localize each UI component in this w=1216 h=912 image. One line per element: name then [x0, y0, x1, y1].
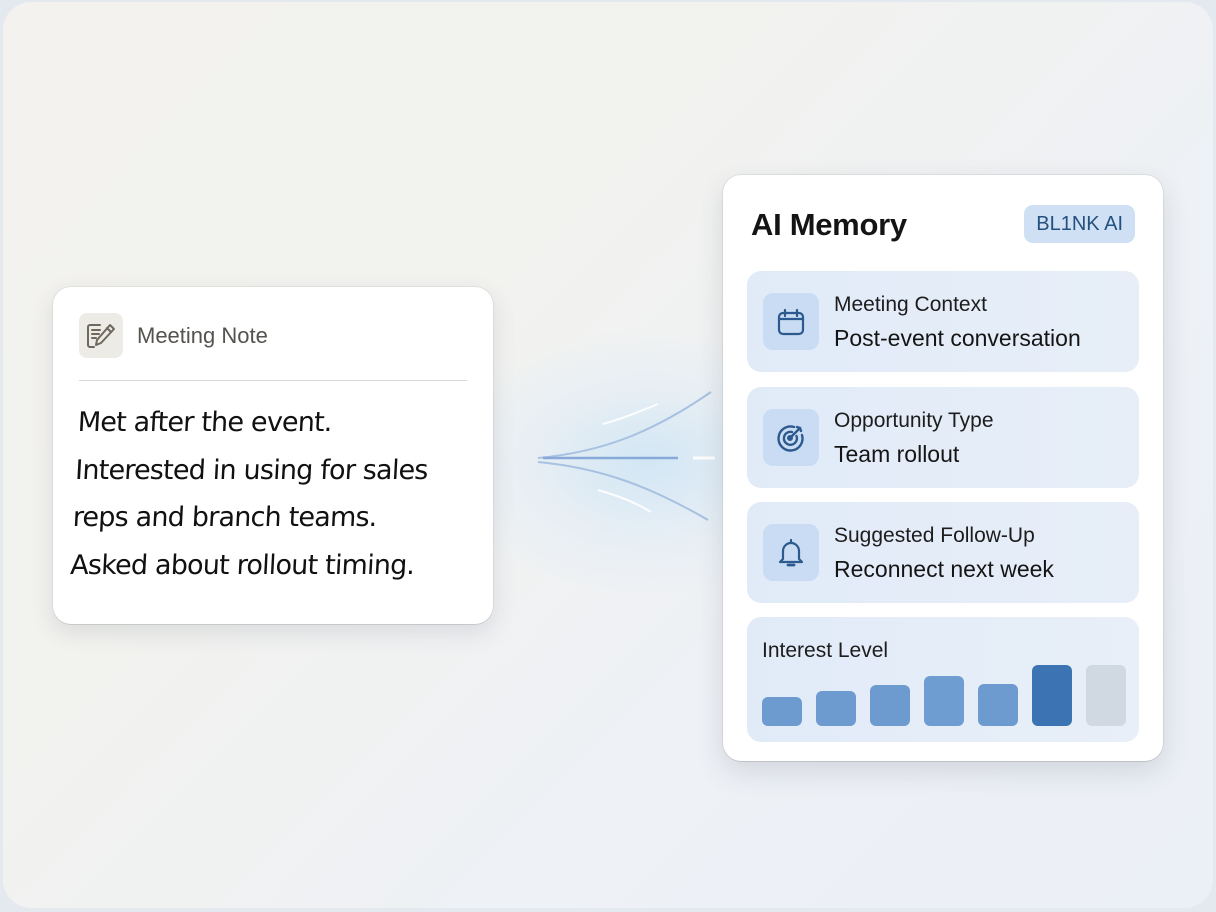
interest-bar — [978, 684, 1018, 726]
memory-value: Team rollout — [834, 441, 960, 467]
bell-icon — [763, 524, 819, 581]
note-header: Meeting Note — [79, 313, 268, 358]
interest-level-bars — [762, 665, 1126, 726]
target-icon — [763, 409, 819, 466]
divider — [79, 380, 467, 381]
note-line: Asked about rollout timing. — [69, 549, 416, 581]
memory-label: Meeting Context — [834, 293, 987, 316]
interest-bar — [1086, 665, 1126, 726]
note-line: Met after the event. — [76, 407, 333, 438]
interest-level-label: Interest Level — [762, 639, 889, 662]
note-pencil-icon — [79, 313, 123, 358]
interest-bar — [870, 685, 910, 726]
note-line: reps and branch teams. — [71, 502, 378, 533]
meeting-note-card[interactable]: Meeting Note Met after the event. Intere… — [53, 287, 493, 624]
memory-item-opportunity-type[interactable]: Opportunity Type Team rollout — [747, 387, 1139, 488]
note-line: Interested in using for sales — [74, 454, 429, 486]
flow-lines-icon — [537, 391, 715, 521]
ai-memory-card: AI Memory BL1NK AI Meeting Context Post-… — [723, 175, 1163, 761]
interest-level-panel: Interest Level — [747, 617, 1139, 742]
note-text[interactable]: Met after the event. Interested in using… — [69, 399, 479, 589]
note-title: Meeting Note — [137, 322, 268, 348]
interest-bar — [1032, 665, 1072, 726]
brand-badge: BL1NK AI — [1024, 205, 1135, 243]
calendar-icon — [763, 293, 819, 350]
interest-bar — [816, 691, 856, 726]
interest-bar — [924, 676, 964, 726]
memory-label: Opportunity Type — [834, 409, 994, 432]
memory-item-meeting-context[interactable]: Meeting Context Post-event conversation — [747, 271, 1139, 372]
interest-bar — [762, 697, 802, 726]
memory-value: Reconnect next week — [834, 556, 1054, 582]
memory-label: Suggested Follow-Up — [834, 524, 1035, 547]
memory-item-suggested-follow-up[interactable]: Suggested Follow-Up Reconnect next week — [747, 502, 1139, 603]
memory-value: Post-event conversation — [834, 325, 1081, 351]
ai-memory-title: AI Memory — [751, 207, 907, 242]
